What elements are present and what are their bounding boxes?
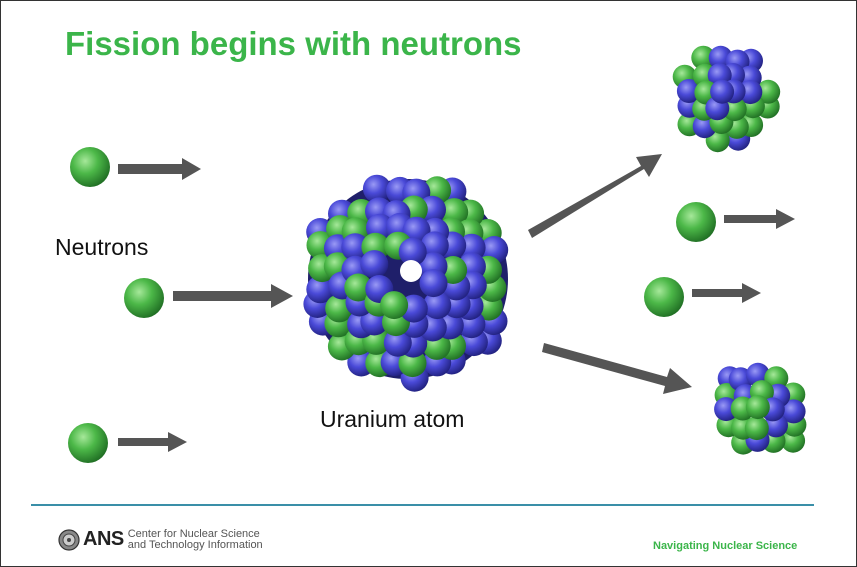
center-name-line-2: and Technology Information — [127, 538, 263, 551]
neutron-icon — [70, 147, 110, 187]
arrow-icon — [118, 158, 201, 180]
nucleon — [710, 79, 735, 104]
uranium-nucleus-icon — [303, 174, 509, 392]
neutron-icon — [644, 277, 684, 317]
released-neutron-2 — [644, 277, 684, 317]
nucleon — [380, 291, 409, 320]
nucleon — [420, 231, 449, 260]
fission-fragment-bottom-icon — [714, 362, 807, 455]
nucleon — [306, 275, 335, 304]
nucleon — [398, 237, 427, 266]
footer-tagline: Navigating Nuclear Science — [653, 540, 798, 552]
neutron-icon — [124, 278, 164, 318]
nucleon — [745, 395, 770, 420]
nucleon — [691, 45, 716, 70]
arrow-icon — [542, 343, 692, 394]
arrow-icon — [692, 283, 761, 303]
released-neutron-1 — [676, 202, 716, 242]
uranium-atom-label: Uranium atom — [320, 406, 465, 432]
nucleon — [744, 416, 769, 441]
incoming-neutron-2 — [124, 278, 164, 318]
center-name-line-1: Center for Nuclear Science — [127, 527, 260, 540]
nucleon — [419, 269, 448, 298]
nucleon — [360, 250, 389, 279]
nucleon — [756, 79, 781, 104]
slide-title: Fission begins with neutrons — [65, 25, 522, 62]
nucleon — [362, 174, 391, 203]
ans-logo: ANS Center for Nuclear Science and Techn… — [58, 528, 263, 551]
fission-fragment-top-icon — [672, 45, 781, 153]
nucleon — [423, 291, 452, 320]
incoming-neutron-3 — [68, 423, 108, 463]
nucleon — [341, 233, 370, 262]
incoming-neutron-1 — [70, 147, 110, 187]
nucleon — [676, 79, 701, 103]
ans-seal-icon — [58, 528, 80, 551]
arrow-icon — [528, 154, 662, 238]
nucleon — [722, 97, 747, 122]
neutron-icon — [68, 423, 108, 463]
nucleon — [383, 328, 412, 357]
nucleon — [344, 273, 373, 302]
arrow-icon — [118, 432, 187, 452]
ans-center-name: Center for Nuclear Science and Technolog… — [127, 527, 263, 551]
ans-wordmark: ANS — [83, 528, 124, 550]
footer-divider — [31, 504, 814, 506]
arrow-icon — [724, 209, 795, 229]
arrow-icon — [173, 284, 293, 308]
nucleon — [781, 399, 806, 424]
nucleus-gap — [400, 260, 422, 282]
neutrons-label: Neutrons — [55, 234, 149, 260]
neutron-icon — [676, 202, 716, 242]
